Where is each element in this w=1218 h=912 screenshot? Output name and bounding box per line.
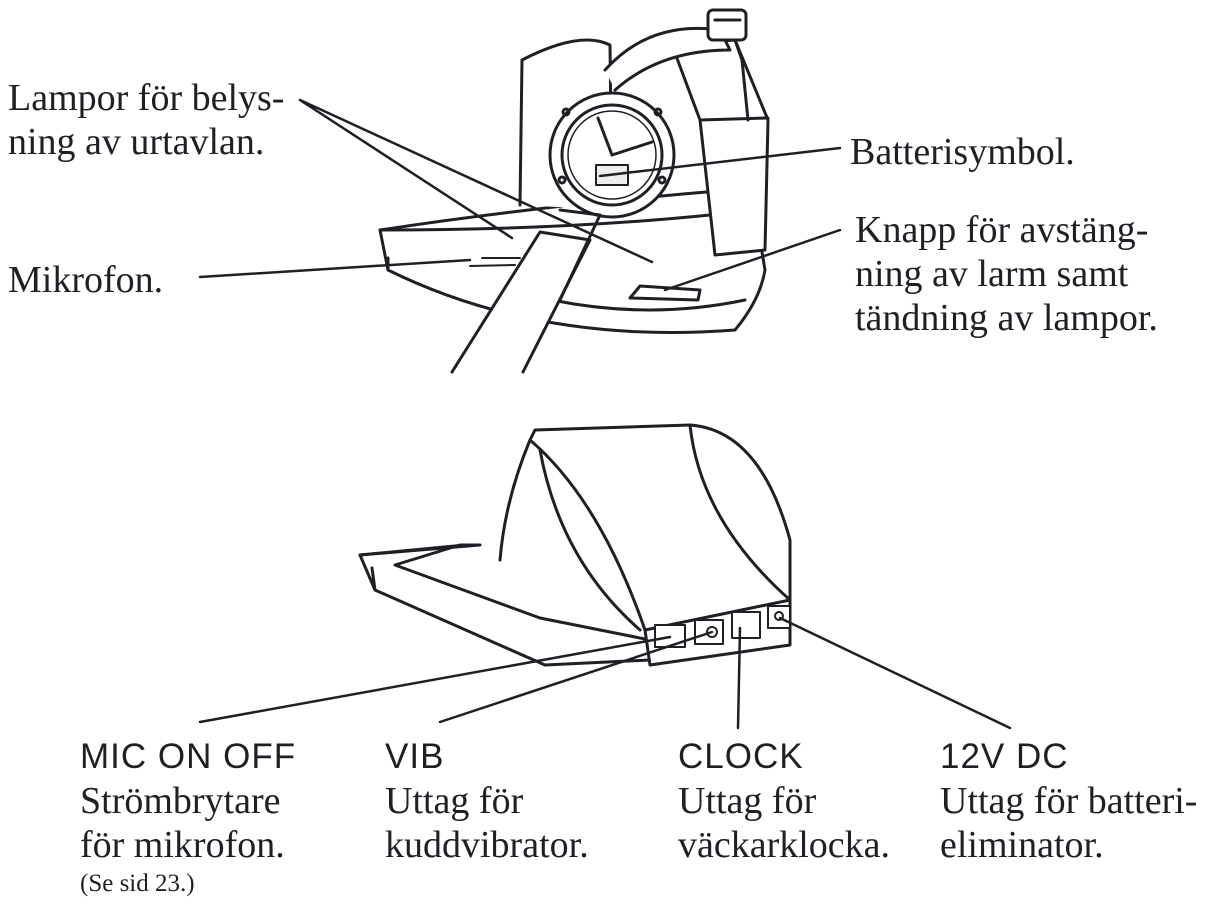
stand-front-illustration-icon	[378, 8, 770, 374]
label-mic-on-off-line1: Strömbrytare	[80, 780, 281, 822]
bottom-leader-lines	[198, 616, 1012, 730]
label-12v-dc-line1: Uttag för batteri-	[940, 780, 1198, 822]
label-lampor-line1: Lampor för belys-	[8, 77, 285, 119]
label-clock-line1: Uttag för	[678, 780, 817, 822]
label-knapp-line3: tändning av lampor.	[855, 297, 1158, 339]
top-leader-lines	[198, 98, 842, 292]
label-vib-line1: Uttag för	[385, 780, 524, 822]
label-vib: VIB Uttag för kuddvibrator.	[385, 735, 589, 867]
label-batterisymbol: Batterisymbol.	[850, 130, 1075, 174]
label-mikrofon: Mikrofon.	[8, 258, 163, 302]
label-vib-code: VIB	[385, 737, 445, 776]
label-mic-on-off-note: (Se sid 23.)	[80, 870, 195, 897]
label-batterisymbol-line1: Batterisymbol.	[850, 131, 1075, 173]
label-lampor: Lampor för belys- ning av urtavlan.	[8, 76, 284, 164]
label-clock-line2: väckarklocka.	[678, 824, 891, 866]
label-mic-on-off-code: MIC ON OFF	[80, 737, 297, 776]
label-12v-dc-code: 12V DC	[940, 737, 1069, 776]
label-12v-dc-line2: eliminator.	[940, 824, 1104, 866]
label-mikrofon-line1: Mikrofon.	[8, 259, 164, 301]
label-lampor-line2: ning av urtavlan.	[8, 121, 265, 163]
label-mic-on-off: MIC ON OFF Strömbrytare för mikrofon. (S…	[80, 735, 296, 901]
label-mic-on-off-line2: för mikrofon.	[80, 824, 285, 866]
label-12v-dc: 12V DC Uttag för batteri- eliminator.	[940, 735, 1197, 867]
label-clock-code: CLOCK	[678, 737, 804, 776]
label-clock: CLOCK Uttag för väckarklocka.	[678, 735, 890, 867]
label-vib-line2: kuddvibrator.	[385, 824, 589, 866]
label-knapp-line2: ning av larm samt	[855, 253, 1129, 295]
label-knapp-line1: Knapp för avstäng-	[855, 209, 1149, 251]
label-knapp: Knapp för avstäng- ning av larm samt tän…	[855, 208, 1158, 340]
stand-rear-illustration-icon	[358, 423, 792, 667]
